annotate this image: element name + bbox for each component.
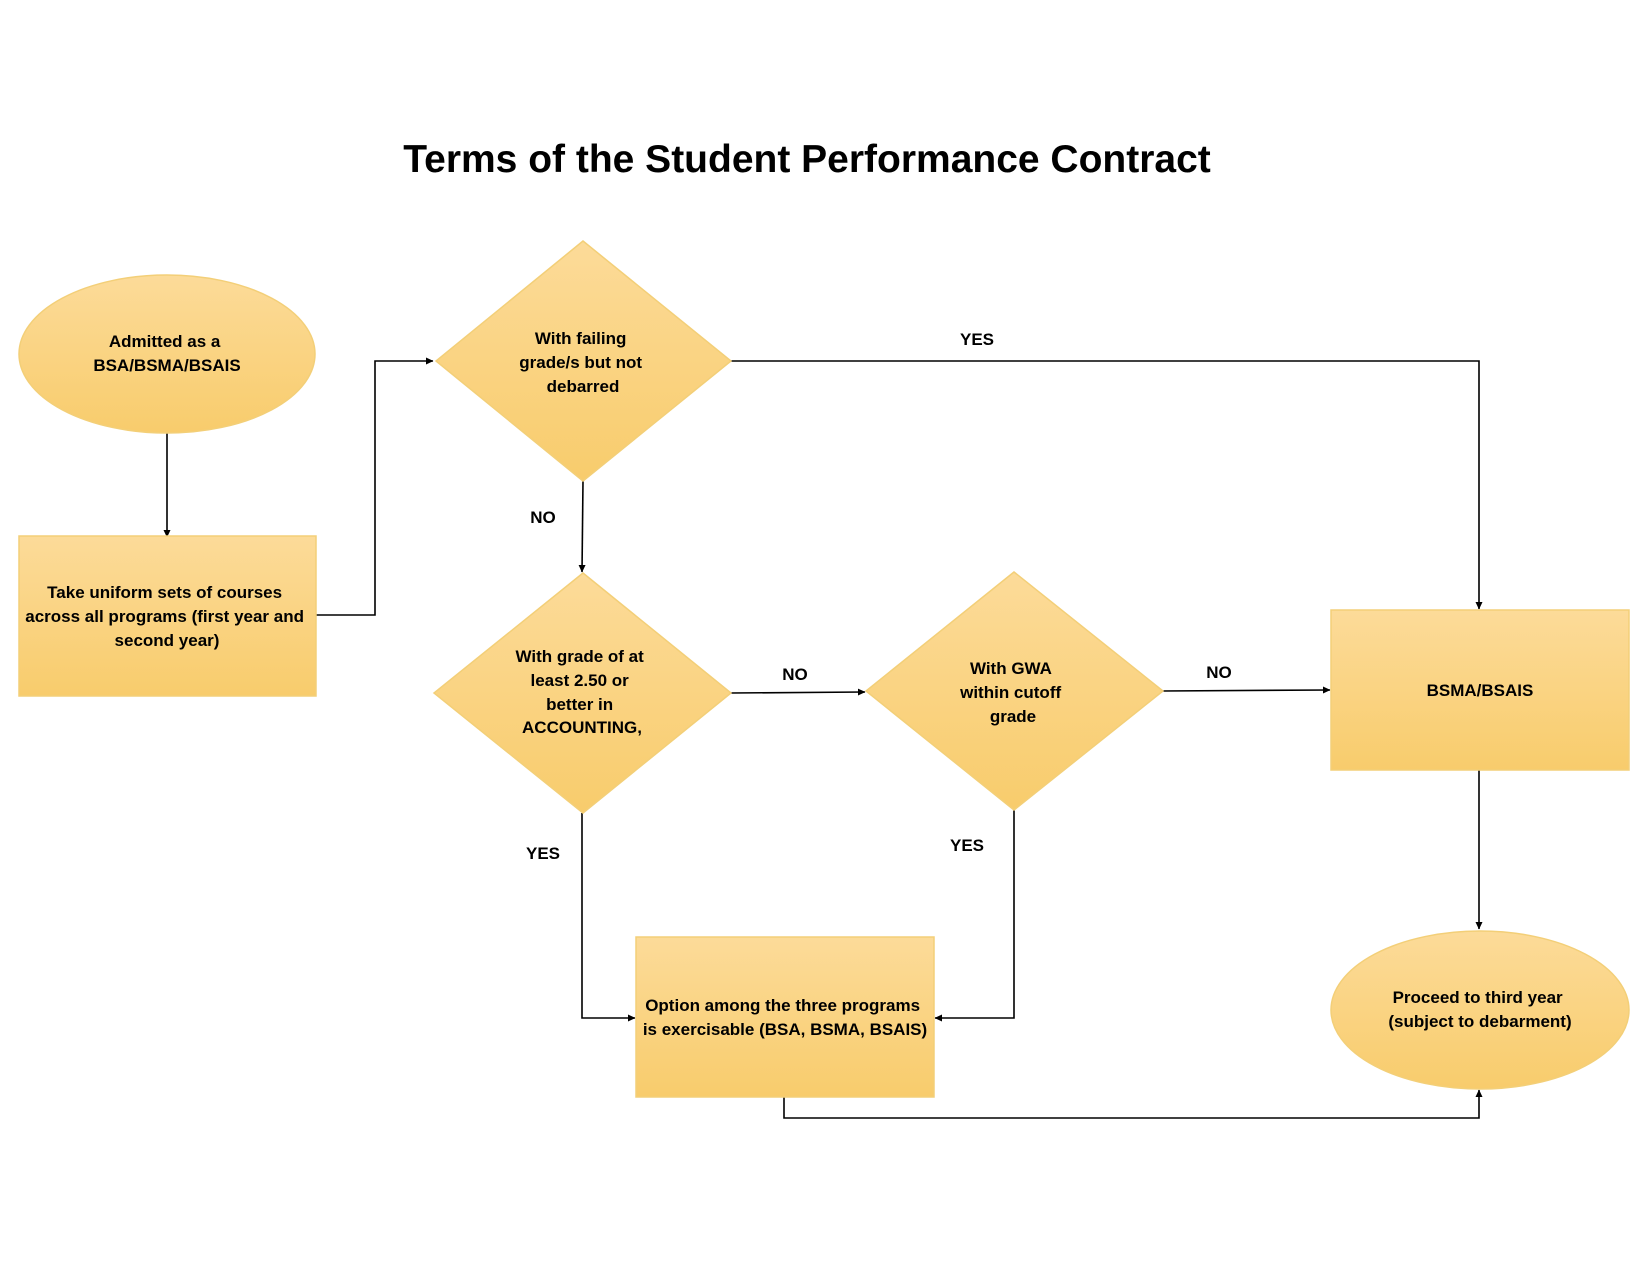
edge-label-gwa-yes: YES — [950, 836, 984, 855]
node-grade-accounting: With grade of at least 2.50 or better in… — [432, 572, 733, 814]
node-gwa-cutoff: With GWA within cutoff grade — [864, 571, 1165, 811]
edge-label-gwa-no: NO — [1206, 663, 1232, 682]
diagram-title: Terms of the Student Performance Contrac… — [403, 138, 1211, 181]
connector-gwa-no-to-bsma — [1161, 686, 1331, 694]
connector-gwa-yes-to-option — [934, 810, 1015, 1022]
decision-diamond — [432, 572, 733, 814]
node-uniform-courses-text: Take uniform sets of courses across all … — [25, 583, 308, 650]
process-box — [18, 535, 317, 697]
node-grade-accounting-text: With grade of at least 2.50 or better in… — [515, 647, 648, 737]
edge-labels: YES NO NO YES NO YES — [526, 330, 1232, 863]
connector-accounting-yes-to-option — [581, 813, 636, 1022]
node-uniform-courses: Take uniform sets of courses across all … — [18, 535, 317, 697]
connector-accounting-no-to-gwa — [730, 688, 866, 696]
edge-label-failing-yes: YES — [960, 330, 994, 349]
node-bsma-bsais-text: BSMA/BSAIS — [1427, 681, 1534, 700]
node-admitted: Admitted as a BSA/BSMA/BSAIS — [18, 274, 316, 434]
start-ellipse — [18, 274, 316, 434]
node-failing-grades-text: With failing grade/s but not debarred — [519, 329, 647, 396]
process-box — [635, 936, 935, 1098]
node-third-year-text: Proceed to third year (subject to debarm… — [1388, 988, 1571, 1031]
node-third-year: Proceed to third year (subject to debarm… — [1330, 930, 1630, 1090]
node-failing-grades: With failing grade/s but not debarred — [434, 240, 733, 482]
connector-option-to-third-year — [783, 1089, 1483, 1119]
node-option-programs: Option among the three programs is exerc… — [635, 936, 935, 1098]
node-option-programs-text: Option among the three programs is exerc… — [643, 996, 927, 1039]
connector-failing-yes-to-bsma — [730, 360, 1483, 610]
connector-uniform-to-failing — [316, 357, 434, 616]
edge-label-accounting-yes: YES — [526, 844, 560, 863]
decision-diamond — [434, 240, 733, 482]
process-box — [1330, 609, 1630, 771]
edge-label-accounting-no: NO — [782, 665, 808, 684]
connectors — [163, 357, 1483, 1119]
connector-failing-no-to-accounting — [578, 480, 586, 573]
node-gwa-cutoff-text: With GWA within cutoff grade — [959, 659, 1066, 726]
edge-label-failing-no: NO — [530, 508, 556, 527]
end-ellipse — [1330, 930, 1630, 1090]
node-bsma-bsais: BSMA/BSAIS — [1330, 609, 1630, 771]
decision-diamond — [864, 571, 1165, 811]
node-admitted-text: Admitted as a BSA/BSMA/BSAIS — [93, 332, 240, 375]
